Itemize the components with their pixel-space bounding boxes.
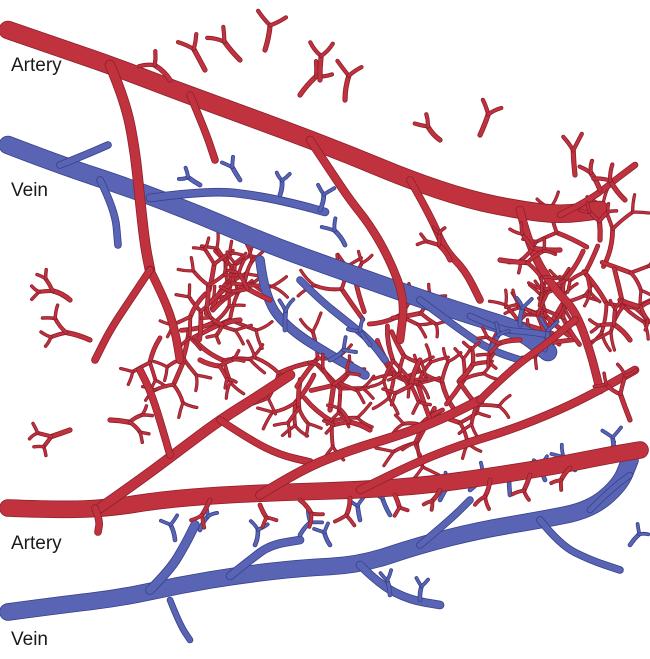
capillary — [557, 233, 587, 247]
capillary — [602, 303, 607, 332]
capillary — [358, 403, 371, 418]
artery-twig — [599, 324, 614, 325]
artery-twig — [194, 49, 205, 70]
capillary — [190, 317, 191, 338]
artery-twig — [142, 415, 152, 416]
capillary — [231, 382, 244, 393]
capillary — [190, 294, 205, 317]
capillary — [235, 330, 243, 344]
artery-twig — [340, 396, 341, 408]
artery-twig — [599, 221, 600, 240]
artery-twig — [488, 354, 489, 366]
vein-twig — [285, 311, 286, 330]
artery-twig — [591, 161, 592, 173]
vein-top-branch — [60, 145, 108, 165]
artery-twig — [200, 360, 220, 366]
artery-twig — [139, 65, 155, 66]
artery-twig — [38, 433, 52, 437]
capillary — [193, 271, 208, 286]
capillary — [384, 452, 394, 466]
artery-top-label: Artery — [11, 56, 62, 75]
capillary — [263, 412, 272, 429]
capillary — [189, 285, 190, 297]
capillary — [506, 290, 507, 305]
vein-twig — [639, 534, 648, 535]
capillary — [418, 325, 426, 338]
capillary — [200, 311, 201, 339]
vein-bottom-label: Vein — [11, 630, 48, 649]
artery-twig — [477, 354, 489, 355]
capillary — [272, 277, 287, 287]
vein-twig — [613, 428, 621, 438]
capillary — [396, 415, 404, 424]
artery-twig — [521, 223, 522, 234]
artery-twig — [544, 238, 545, 251]
capillary — [423, 467, 439, 475]
artery-twig — [573, 150, 575, 175]
artery-top-branch — [95, 270, 150, 360]
capillary — [205, 250, 214, 265]
capillary — [357, 391, 364, 403]
vein-bottom-branch-outline — [360, 565, 440, 605]
capillary — [613, 212, 633, 229]
capillary — [631, 266, 649, 273]
capillary — [373, 398, 388, 409]
vein-top-label: Vein — [11, 181, 48, 200]
artery-twig — [321, 44, 333, 56]
capillary — [313, 313, 321, 332]
artery-twig — [620, 394, 630, 420]
vein-twig — [232, 157, 233, 167]
artery-twig — [320, 56, 321, 80]
vein-twig — [420, 586, 422, 600]
artery-twig — [614, 324, 630, 340]
vein-bottom-branch — [170, 600, 190, 640]
capillary — [229, 305, 244, 306]
vein-bottom-branch-outline — [540, 520, 620, 570]
artery-twig — [223, 27, 224, 42]
capillary — [248, 341, 255, 358]
artery-twig — [224, 42, 240, 60]
artery-twig — [573, 134, 582, 151]
artery-twig — [55, 319, 66, 333]
artery-twig — [258, 11, 270, 26]
artery-bottom-label: Artery — [11, 534, 62, 553]
artery-twig — [155, 51, 156, 65]
capillary — [633, 212, 649, 213]
vein-twig — [334, 218, 335, 230]
capillary — [586, 246, 598, 272]
capillary — [499, 406, 509, 417]
artery-twig — [300, 77, 316, 95]
artery-twig — [608, 211, 616, 212]
artery-twig — [472, 349, 473, 364]
artery-twig — [563, 137, 573, 151]
vein-twig — [522, 299, 531, 308]
vein-twig — [509, 481, 510, 496]
artery-twig — [614, 309, 615, 324]
artery-twig — [337, 61, 348, 76]
capillary — [537, 233, 557, 242]
artery-twig — [323, 368, 334, 385]
artery-twig — [43, 318, 56, 319]
artery-twig — [46, 270, 47, 279]
artery-twig — [610, 181, 625, 200]
